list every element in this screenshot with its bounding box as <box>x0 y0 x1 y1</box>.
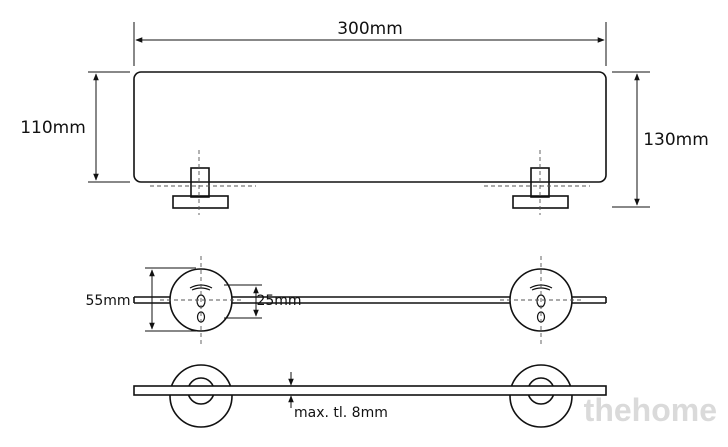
dim-offset <box>224 284 262 319</box>
front-view <box>133 71 607 209</box>
dim-mount-label: 55mm <box>85 293 130 309</box>
dim-mount <box>145 267 196 332</box>
dim-height-right-label: 130mm <box>643 130 709 150</box>
dim-width <box>133 22 607 66</box>
dim-offset-label: 25mm <box>256 293 301 309</box>
mount-side-left <box>169 364 233 428</box>
bracket-right-base <box>512 195 569 209</box>
shelf-front <box>133 71 607 183</box>
front-dashed <box>150 150 590 215</box>
top-dashed <box>160 256 582 345</box>
mount-side-right <box>509 364 573 428</box>
dim-height-left-label: 110mm <box>20 118 86 138</box>
bracket-left-base <box>172 195 229 209</box>
dim-height-right <box>612 71 650 208</box>
watermark-logo: thehome <box>584 392 717 428</box>
dim-width-label: 300mm <box>337 19 403 39</box>
bracket-left-stem <box>190 167 210 198</box>
side-view <box>133 364 607 428</box>
shelf-side <box>133 385 607 396</box>
dim-thickness-label: max. tl. 8mm <box>294 405 388 421</box>
dim-height-left <box>88 71 130 183</box>
